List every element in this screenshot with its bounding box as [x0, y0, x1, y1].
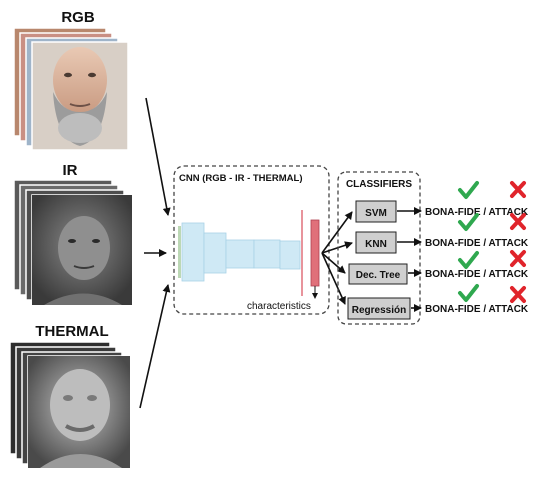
cnn-layer-5	[279, 240, 301, 270]
thermal-face-image	[28, 356, 130, 468]
output-row-knn: BONA-FIDE / ATTACK	[425, 213, 529, 249]
characteristics-label: characteristics	[247, 301, 311, 312]
output-label: BONA-FIDE / ATTACK	[425, 207, 529, 218]
output-row-svm: BONA-FIDE / ATTACK	[425, 181, 529, 218]
output-row-regression: BONA-FIDE / ATTACK	[425, 284, 529, 315]
cnn-layer-3	[225, 239, 255, 269]
output-row-dec-tree: BONA-FIDE / ATTACK	[425, 250, 529, 280]
check-icon	[458, 251, 479, 269]
classifiers-frame	[337, 171, 421, 325]
output-label: BONA-FIDE / ATTACK	[425, 304, 529, 315]
cnn-layer-4	[253, 239, 281, 269]
classifier-dec-tree: Dec. Tree	[348, 263, 408, 285]
cross-icon	[510, 250, 526, 267]
classifier-svm: SVM	[355, 200, 397, 223]
classifier-label: Regressión	[352, 305, 406, 316]
check-icon	[458, 284, 479, 302]
cnn-title: CNN (RGB - IR - THERMAL)	[179, 173, 302, 184]
classifier-label: Dec. Tree	[356, 270, 401, 281]
classifier-knn: KNN	[355, 231, 397, 254]
thermal-image-stack	[9, 341, 131, 469]
classifier-arrows	[321, 211, 353, 305]
classifier-label: KNN	[365, 239, 387, 250]
cross-icon	[510, 181, 526, 198]
ir-image-stack	[13, 179, 133, 306]
cnn-layer-1	[181, 222, 205, 282]
check-icon	[458, 213, 479, 231]
classifiers-title: CLASSIFIERS	[346, 179, 412, 190]
cross-icon	[510, 213, 526, 230]
output-arrows	[397, 207, 422, 312]
ir-label: IR	[63, 162, 78, 179]
ir-face-image	[32, 195, 132, 305]
rgb-label: RGB	[61, 9, 95, 26]
cnn-input-layer	[178, 226, 181, 278]
output-label: BONA-FIDE / ATTACK	[425, 238, 529, 249]
output-label: BONA-FIDE / ATTACK	[425, 269, 529, 280]
thermal-arrow	[139, 284, 171, 409]
cross-icon	[510, 286, 526, 303]
rgb-image-stack	[13, 27, 129, 151]
rgb-arrow	[145, 97, 171, 216]
classifier-label: SVM	[365, 208, 387, 219]
feature-vector	[310, 219, 320, 287]
cnn-layers	[178, 210, 320, 299]
thermal-label: THERMAL	[35, 323, 108, 340]
classifier-regression: Regressión	[347, 297, 411, 320]
rgb-face-image	[53, 47, 107, 146]
check-icon	[458, 181, 479, 199]
cnn-layer-2	[203, 232, 227, 274]
